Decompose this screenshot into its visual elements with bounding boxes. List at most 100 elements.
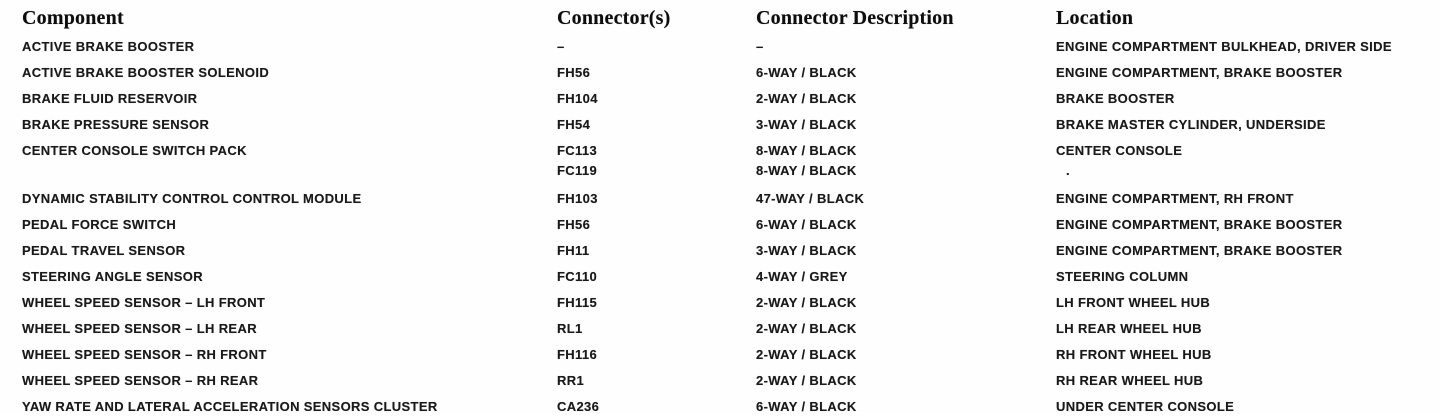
cell-line: – (557, 39, 565, 54)
description-cell: 2-WAY / BLACK (756, 342, 1056, 368)
cell-line: 6-WAY / BLACK (756, 399, 857, 414)
description-cell: 2-WAY / BLACK (756, 86, 1056, 112)
description-cell: 47-WAY / BLACK (756, 186, 1056, 212)
component-cell: PEDAL TRAVEL SENSOR (22, 238, 557, 264)
cell-line: 2-WAY / BLACK (756, 91, 857, 106)
connector-cell: RL1 (557, 316, 756, 342)
connector-cell: FH56 (557, 212, 756, 238)
description-cell: 4-WAY / GREY (756, 264, 1056, 290)
description-cell: 8-WAY / BLACK 8-WAY / BLACK (756, 141, 1056, 181)
cell-line: FH116 (557, 347, 598, 362)
description-cell: 6-WAY / BLACK (756, 394, 1056, 420)
table-row: ACTIVE BRAKE BOOSTER––ENGINE COMPARTMENT… (0, 34, 1440, 60)
connector-cell: CA236 (557, 394, 756, 420)
cell-line: PEDAL TRAVEL SENSOR (22, 243, 186, 258)
component-cell: WHEEL SPEED SENSOR – LH REAR (22, 316, 557, 342)
cell-line: FH56 (557, 217, 591, 232)
location-cell: UNDER CENTER CONSOLE (1056, 394, 1440, 420)
cell-line: FC113 (557, 143, 598, 158)
connector-cell: FH54 (557, 112, 756, 138)
component-cell: CENTER CONSOLE SWITCH PACK (22, 141, 557, 181)
table-row: WHEEL SPEED SENSOR – LH FRONT FH115 2-WAY … (0, 290, 1440, 316)
cell-line: 2-WAY / BLACK (756, 321, 857, 336)
location-cell: ENGINE COMPARTMENT BULKHEAD, DRIVER SIDE (1056, 34, 1440, 60)
cell-line: STEERING ANGLE SENSOR (22, 269, 203, 284)
column-header-location: Location (1056, 7, 1134, 29)
cell-line: FH104 (557, 91, 598, 106)
cell-line: DYNAMIC STABILITY CONTROL CONTROL MODULE (22, 191, 362, 206)
cell-line: FH54 (557, 117, 591, 132)
location-cell: STEERING COLUMN (1056, 264, 1440, 290)
cell-line: 8-WAY / BLACK (756, 143, 857, 158)
cell-line: ACTIVE BRAKE BOOSTER SOLENOID (22, 65, 270, 80)
description-cell: 2-WAY / BLACK (756, 290, 1056, 316)
cell-line: BRAKE PRESSURE SENSOR (22, 117, 210, 132)
description-cell: 6-WAY / BLACK (756, 60, 1056, 86)
cell-line: 8-WAY / BLACK (756, 163, 857, 178)
cell-line: FH103 (557, 191, 598, 206)
column-header-connector-description: Connector Description (756, 7, 954, 29)
component-cell: PEDAL FORCE SWITCH (22, 212, 557, 238)
table-row: YAW RATE AND LATERAL ACCELERATION SENSOR… (0, 394, 1440, 420)
location-cell: ENGINE COMPARTMENT, BRAKE BOOSTER (1056, 212, 1440, 238)
cell-line: CENTER CONSOLE (1056, 143, 1183, 158)
cell-line: STEERING COLUMN (1056, 269, 1189, 284)
cell-line: FH56 (557, 65, 591, 80)
cell-line: FC119 (557, 163, 598, 178)
cell-line: WHEEL SPEED SENSOR – RH FRONT (22, 347, 267, 362)
column-header-component: Component (22, 7, 124, 29)
cell-line: LH REAR WHEEL HUB (1056, 321, 1202, 336)
cell-line: WHEEL SPEED SENSOR – RH REAR (22, 373, 259, 388)
cell-line: ENGINE COMPARTMENT, RH FRONT (1056, 191, 1294, 206)
connector-cell: – (557, 34, 756, 60)
cell-line: . (1066, 163, 1070, 178)
connector-cell: FH104 (557, 86, 756, 112)
connector-cell: FC110 (557, 264, 756, 290)
description-cell: 2-WAY / BLACK (756, 368, 1056, 394)
description-cell: 6-WAY / BLACK (756, 212, 1056, 238)
description-cell: 2-WAY / BLACK (756, 316, 1056, 342)
cell-line: WHEEL SPEED SENSOR – LH FRONT (22, 295, 266, 310)
cell-line: WHEEL SPEED SENSOR – LH REAR (22, 321, 257, 336)
location-cell: CENTER CONSOLE. (1056, 141, 1440, 181)
cell-line: 4-WAY / GREY (756, 269, 848, 284)
cell-line: ENGINE COMPARTMENT, BRAKE BOOSTER (1056, 65, 1343, 80)
cell-line: BRAKE FLUID RESERVOIR (22, 91, 198, 106)
component-cell: BRAKE PRESSURE SENSOR (22, 112, 557, 138)
location-cell: ENGINE COMPARTMENT, BRAKE BOOSTER (1056, 238, 1440, 264)
cell-line: UNDER CENTER CONSOLE (1056, 399, 1235, 414)
component-cell: STEERING ANGLE SENSOR (22, 264, 557, 290)
cell-line: 3-WAY / BLACK (756, 117, 857, 132)
location-cell: LH REAR WHEEL HUB (1056, 316, 1440, 342)
connector-cell: FH115 (557, 290, 756, 316)
component-cell: ACTIVE BRAKE BOOSTER SOLENOID (22, 60, 557, 86)
component-cell: WHEEL SPEED SENSOR – RH REAR (22, 368, 557, 394)
component-cell: DYNAMIC STABILITY CONTROL CONTROL MODULE (22, 186, 557, 212)
cell-line: ENGINE COMPARTMENT, BRAKE BOOSTER (1056, 243, 1343, 258)
table-row: STEERING ANGLE SENSOR FC110 4-WAY / GREY ST… (0, 264, 1440, 290)
location-cell: ENGINE COMPARTMENT, RH FRONT (1056, 186, 1440, 212)
cell-line: ENGINE COMPARTMENT BULKHEAD, DRIVER SIDE (1056, 39, 1392, 54)
cell-line: RH FRONT WHEEL HUB (1056, 347, 1212, 362)
location-cell: BRAKE MASTER CYLINDER, UNDERSIDE (1056, 112, 1440, 138)
location-cell: RH FRONT WHEEL HUB (1056, 342, 1440, 368)
connector-cell: FH116 (557, 342, 756, 368)
component-cell: YAW RATE AND LATERAL ACCELERATION SENSOR… (22, 394, 557, 420)
cell-line: FC110 (557, 269, 598, 284)
table-row: DYNAMIC STABILITY CONTROL CONTROL MODULE… (0, 186, 1440, 212)
cell-line: 2-WAY / BLACK (756, 347, 857, 362)
location-cell: RH REAR WHEEL HUB (1056, 368, 1440, 394)
cell-line: 6-WAY / BLACK (756, 217, 857, 232)
cell-line: FH115 (557, 295, 598, 310)
table-row: WHEEL SPEED SENSOR – RH FRONT FH116 2-WAY … (0, 342, 1440, 368)
cell-line: RR1 (557, 373, 585, 388)
cell-line: CENTER CONSOLE SWITCH PACK (22, 143, 247, 158)
connector-cell: FH11 (557, 238, 756, 264)
cell-line: ENGINE COMPARTMENT, BRAKE BOOSTER (1056, 217, 1343, 232)
connector-cell: RR1 (557, 368, 756, 394)
